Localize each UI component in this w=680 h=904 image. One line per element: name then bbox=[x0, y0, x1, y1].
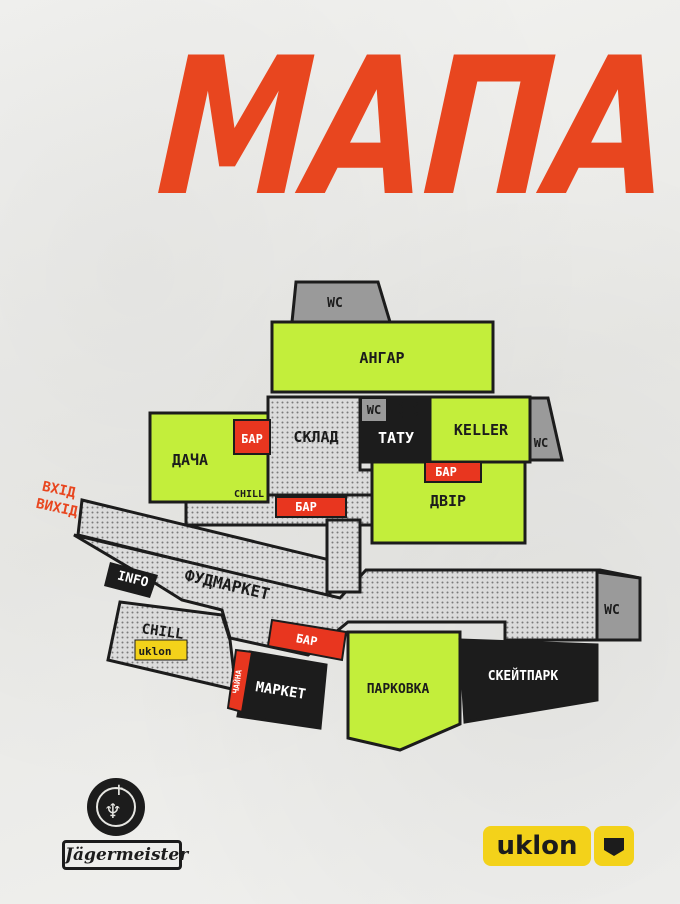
uklon-chill-badge bbox=[134, 639, 188, 661]
jagermeister-logo: ✝ ♆ Jägermeister bbox=[62, 778, 188, 878]
keller[interactable] bbox=[428, 395, 532, 464]
skeitpark[interactable] bbox=[458, 638, 599, 724]
stag-ring-icon bbox=[96, 787, 136, 827]
bar-dacha[interactable] bbox=[233, 419, 271, 455]
walkway-main bbox=[73, 533, 642, 657]
stag-head-icon: ✝ ♆ bbox=[87, 778, 145, 836]
strm-label-1: STRM bbox=[398, 401, 420, 411]
chaina-label: ЧАЙНА bbox=[229, 669, 243, 695]
dacha-label: ДАЧА bbox=[172, 451, 208, 469]
info-box[interactable] bbox=[104, 562, 158, 598]
chill-small-label: CHILL bbox=[234, 489, 264, 500]
bars bbox=[134, 399, 482, 662]
uklon-logo: uklon bbox=[483, 826, 591, 866]
wc-tatu bbox=[362, 399, 386, 421]
chaina[interactable] bbox=[226, 648, 254, 714]
uklon-chill-label: uklon bbox=[138, 645, 171, 658]
cross-icon: ✝ bbox=[113, 783, 125, 799]
wc-tatu-label: WC bbox=[367, 403, 381, 417]
wc-top-label: WC bbox=[327, 296, 343, 311]
strm-label-2: CTPM bbox=[398, 411, 420, 421]
angar[interactable] bbox=[270, 320, 495, 394]
wc-right-label: WC bbox=[604, 603, 620, 618]
chill-label: CHILL bbox=[141, 621, 185, 643]
bar-sklad[interactable] bbox=[275, 496, 347, 518]
tatu-label: ТАТУ bbox=[378, 429, 414, 447]
keller-label: KELLER bbox=[454, 421, 509, 439]
entrance-label: ВХІД bbox=[41, 479, 78, 502]
bar-dacha-label: БАР bbox=[241, 432, 263, 446]
parkovka[interactable] bbox=[346, 630, 462, 752]
uklon-shield-icon bbox=[604, 838, 624, 856]
bar-dvir[interactable] bbox=[424, 461, 482, 483]
walkway-connector bbox=[325, 518, 362, 594]
uklon-mark-icon bbox=[594, 826, 634, 866]
bar-sklad-label: БАР bbox=[295, 500, 317, 514]
parkovka-label: ПАРКОВКА bbox=[367, 682, 430, 697]
wc-right bbox=[595, 570, 642, 642]
sklad-label: СКЛАД bbox=[293, 428, 338, 446]
bar-fudmarket[interactable] bbox=[266, 618, 348, 662]
market-label: МАРКЕТ bbox=[254, 679, 306, 703]
dvir-label: ДВІР bbox=[430, 492, 466, 510]
wc-keller bbox=[528, 396, 564, 462]
jagermeister-wordmark: Jägermeister bbox=[62, 840, 188, 870]
bar-dvir-label: БАР bbox=[435, 465, 457, 479]
antler-icon: ♆ bbox=[104, 799, 122, 823]
wc-keller-label: WC bbox=[534, 436, 548, 450]
angar-label: АНГАР bbox=[359, 349, 404, 367]
bar-fudmarket-label: БАР bbox=[295, 631, 319, 649]
skeitpark-label: СКЕЙТПАРК bbox=[488, 668, 559, 684]
info-label: INFO bbox=[116, 569, 150, 591]
